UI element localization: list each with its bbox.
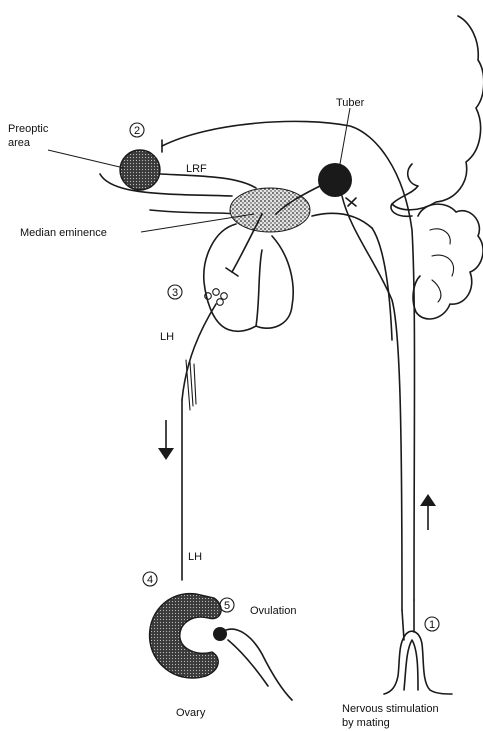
preoptic-area-label-line2: area <box>8 137 31 149</box>
step-marker-5: 5 <box>220 598 234 612</box>
ovulation-label: Ovulation <box>250 605 296 617</box>
pituitary-gland <box>182 224 293 400</box>
svg-text:4: 4 <box>147 574 153 586</box>
brain-outline <box>391 16 483 319</box>
stimulus-label-line2: by mating <box>342 717 390 729</box>
ovary-label: Ovary <box>176 707 206 719</box>
tuber-nucleus <box>318 163 352 197</box>
tuber-label: Tuber <box>336 97 365 109</box>
lrf-label: LRF <box>186 163 207 175</box>
median-eminence-label: Median eminence <box>20 227 107 239</box>
lh-lower-label: LH <box>188 551 202 563</box>
svg-text:2: 2 <box>134 125 140 137</box>
genital-structure <box>384 600 452 694</box>
svg-text:1: 1 <box>429 619 435 631</box>
down-arrow-icon <box>158 420 174 460</box>
svg-text:5: 5 <box>224 600 230 612</box>
step-marker-1: 1 <box>425 617 439 631</box>
step-marker-2: 2 <box>130 123 144 137</box>
ovulated-follicle <box>213 627 227 641</box>
up-arrow-icon <box>420 494 436 530</box>
median-eminence-blob <box>230 188 310 232</box>
lh-upper-label: LH <box>160 331 174 343</box>
preoptic-nucleus <box>120 150 160 190</box>
step-marker-3: 3 <box>168 285 182 299</box>
stimulus-label-line1: Nervous stimulation <box>342 703 439 715</box>
step-marker-4: 4 <box>143 572 157 586</box>
preoptic-area-label-line1: Preoptic <box>8 123 49 135</box>
svg-text:3: 3 <box>172 287 178 299</box>
